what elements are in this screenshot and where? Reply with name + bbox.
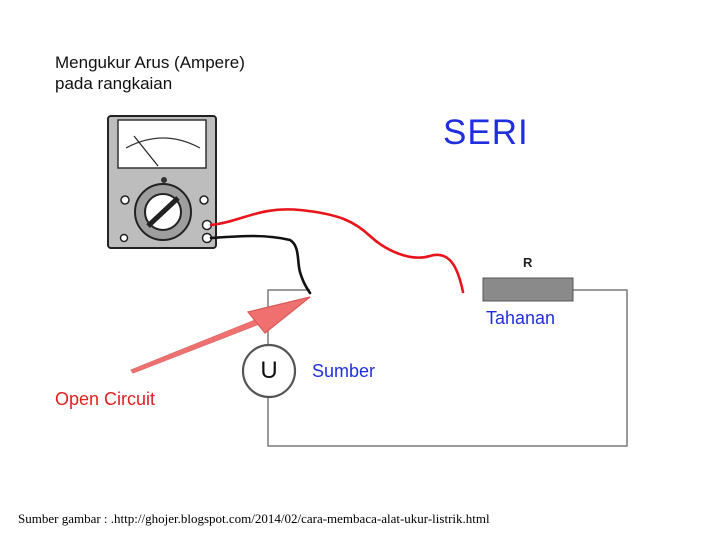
red-probe-wire	[209, 208, 465, 294]
black-probe-wire	[209, 234, 312, 295]
resistor-icon	[482, 277, 574, 302]
heading-line-2: pada rangkaian	[55, 74, 173, 93]
top-wire-right	[267, 289, 628, 447]
analog-multimeter-icon	[107, 115, 217, 249]
resistor-label: Tahanan	[486, 308, 556, 328]
image-source-caption: Sumber gambar : .http://ghojer.blogspot.…	[18, 511, 490, 526]
meter-scale-arc	[125, 137, 201, 149]
source-circle-icon	[241, 343, 297, 399]
heading-line-1: Mengukur Arus (Ampere)	[55, 53, 245, 72]
source-label: Sumber	[312, 361, 376, 381]
diagram-heading: Mengukur Arus (Ampere) pada rangkaian	[55, 52, 245, 94]
source-symbol-label: U	[260, 357, 278, 384]
open-circuit-arrow-icon	[130, 296, 311, 374]
meter-needle	[133, 135, 159, 167]
resistor-symbol-label: R	[523, 255, 533, 270]
open-circuit-label: Open Circuit	[55, 389, 156, 409]
circuit-type-title: SERI	[443, 113, 529, 152]
